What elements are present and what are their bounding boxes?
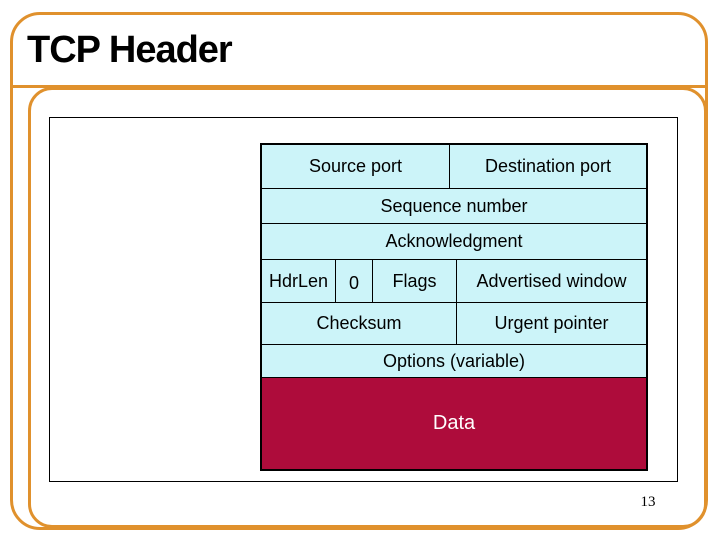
field-cell-reserved-zero: 0 <box>335 260 372 302</box>
field-cell-advertised-window: Advertised window <box>456 260 646 302</box>
field-row: Options (variable) <box>262 344 646 377</box>
field-row: Sequence number <box>262 188 646 223</box>
field-cell-acknowledgment: Acknowledgment <box>262 224 646 259</box>
field-cell-flags: Flags <box>372 260 456 302</box>
field-cell-data: Data <box>262 378 646 469</box>
data-row: Data <box>262 377 646 469</box>
field-cell-source-port: Source port <box>262 145 449 188</box>
field-cell-options: Options (variable) <box>262 345 646 377</box>
field-row: Acknowledgment <box>262 223 646 259</box>
field-cell-hdrlen: HdrLen <box>262 260 335 302</box>
field-cell-checksum: Checksum <box>262 303 456 344</box>
page-number: 13 <box>640 494 656 510</box>
field-cell-sequence-number: Sequence number <box>262 189 646 223</box>
slide-frame-inner <box>28 87 707 528</box>
slide-title: TCP Header <box>27 29 233 71</box>
field-cell-destination-port: Destination port <box>449 145 646 188</box>
title-divider-line <box>10 85 708 88</box>
field-cell-urgent-pointer: Urgent pointer <box>456 303 646 344</box>
